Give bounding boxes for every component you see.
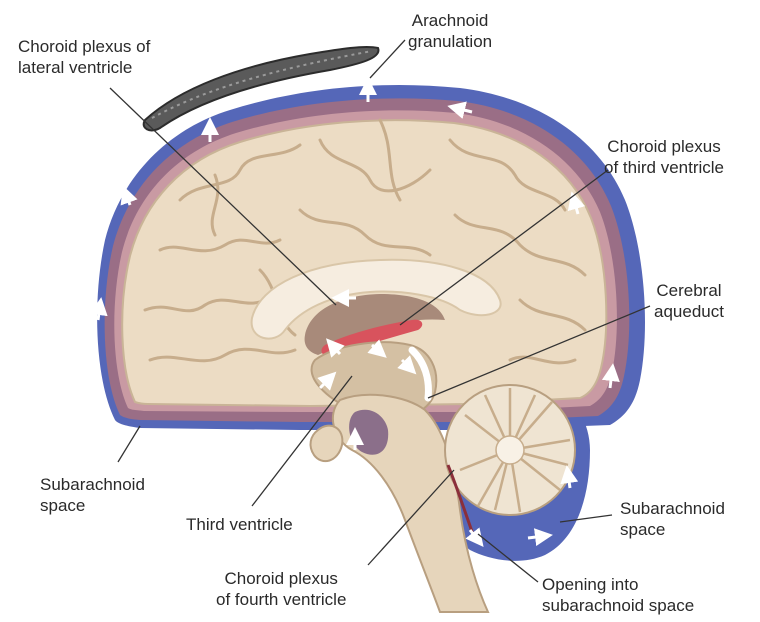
label-line: Choroid plexus bbox=[216, 568, 346, 589]
label-line: of fourth ventricle bbox=[216, 589, 346, 610]
label-line: subarachnoid space bbox=[542, 595, 694, 616]
label-line: granulation bbox=[408, 31, 492, 52]
label-choroid-plexus-lateral: Choroid plexus of lateral ventricle bbox=[18, 36, 150, 78]
label-subarachnoid-right: Subarachnoid space bbox=[620, 498, 725, 540]
cerebellum bbox=[445, 385, 575, 515]
label-arachnoid-granulation: Arachnoid granulation bbox=[408, 10, 492, 52]
label-line: space bbox=[40, 495, 145, 516]
label-line: Cerebral bbox=[654, 280, 724, 301]
label-choroid-plexus-fourth: Choroid plexus of fourth ventricle bbox=[216, 568, 346, 610]
label-line: Arachnoid bbox=[408, 10, 492, 31]
label-third-ventricle: Third ventricle bbox=[186, 514, 293, 535]
label-choroid-plexus-third: Choroid plexus of third ventricle bbox=[604, 136, 724, 178]
label-line: Choroid plexus bbox=[604, 136, 724, 157]
label-opening-subarachnoid: Opening into subarachnoid space bbox=[542, 574, 694, 616]
label-line: Choroid plexus of bbox=[18, 36, 150, 57]
label-line: Opening into bbox=[542, 574, 694, 595]
label-line: aqueduct bbox=[654, 301, 724, 322]
label-subarachnoid-left: Subarachnoid space bbox=[40, 474, 145, 516]
label-line: lateral ventricle bbox=[18, 57, 150, 78]
label-line: space bbox=[620, 519, 725, 540]
label-line: of third ventricle bbox=[604, 157, 724, 178]
label-line: Subarachnoid bbox=[40, 474, 145, 495]
label-line: Subarachnoid bbox=[620, 498, 725, 519]
label-cerebral-aqueduct: Cerebral aqueduct bbox=[654, 280, 724, 322]
label-line: Third ventricle bbox=[186, 514, 293, 535]
